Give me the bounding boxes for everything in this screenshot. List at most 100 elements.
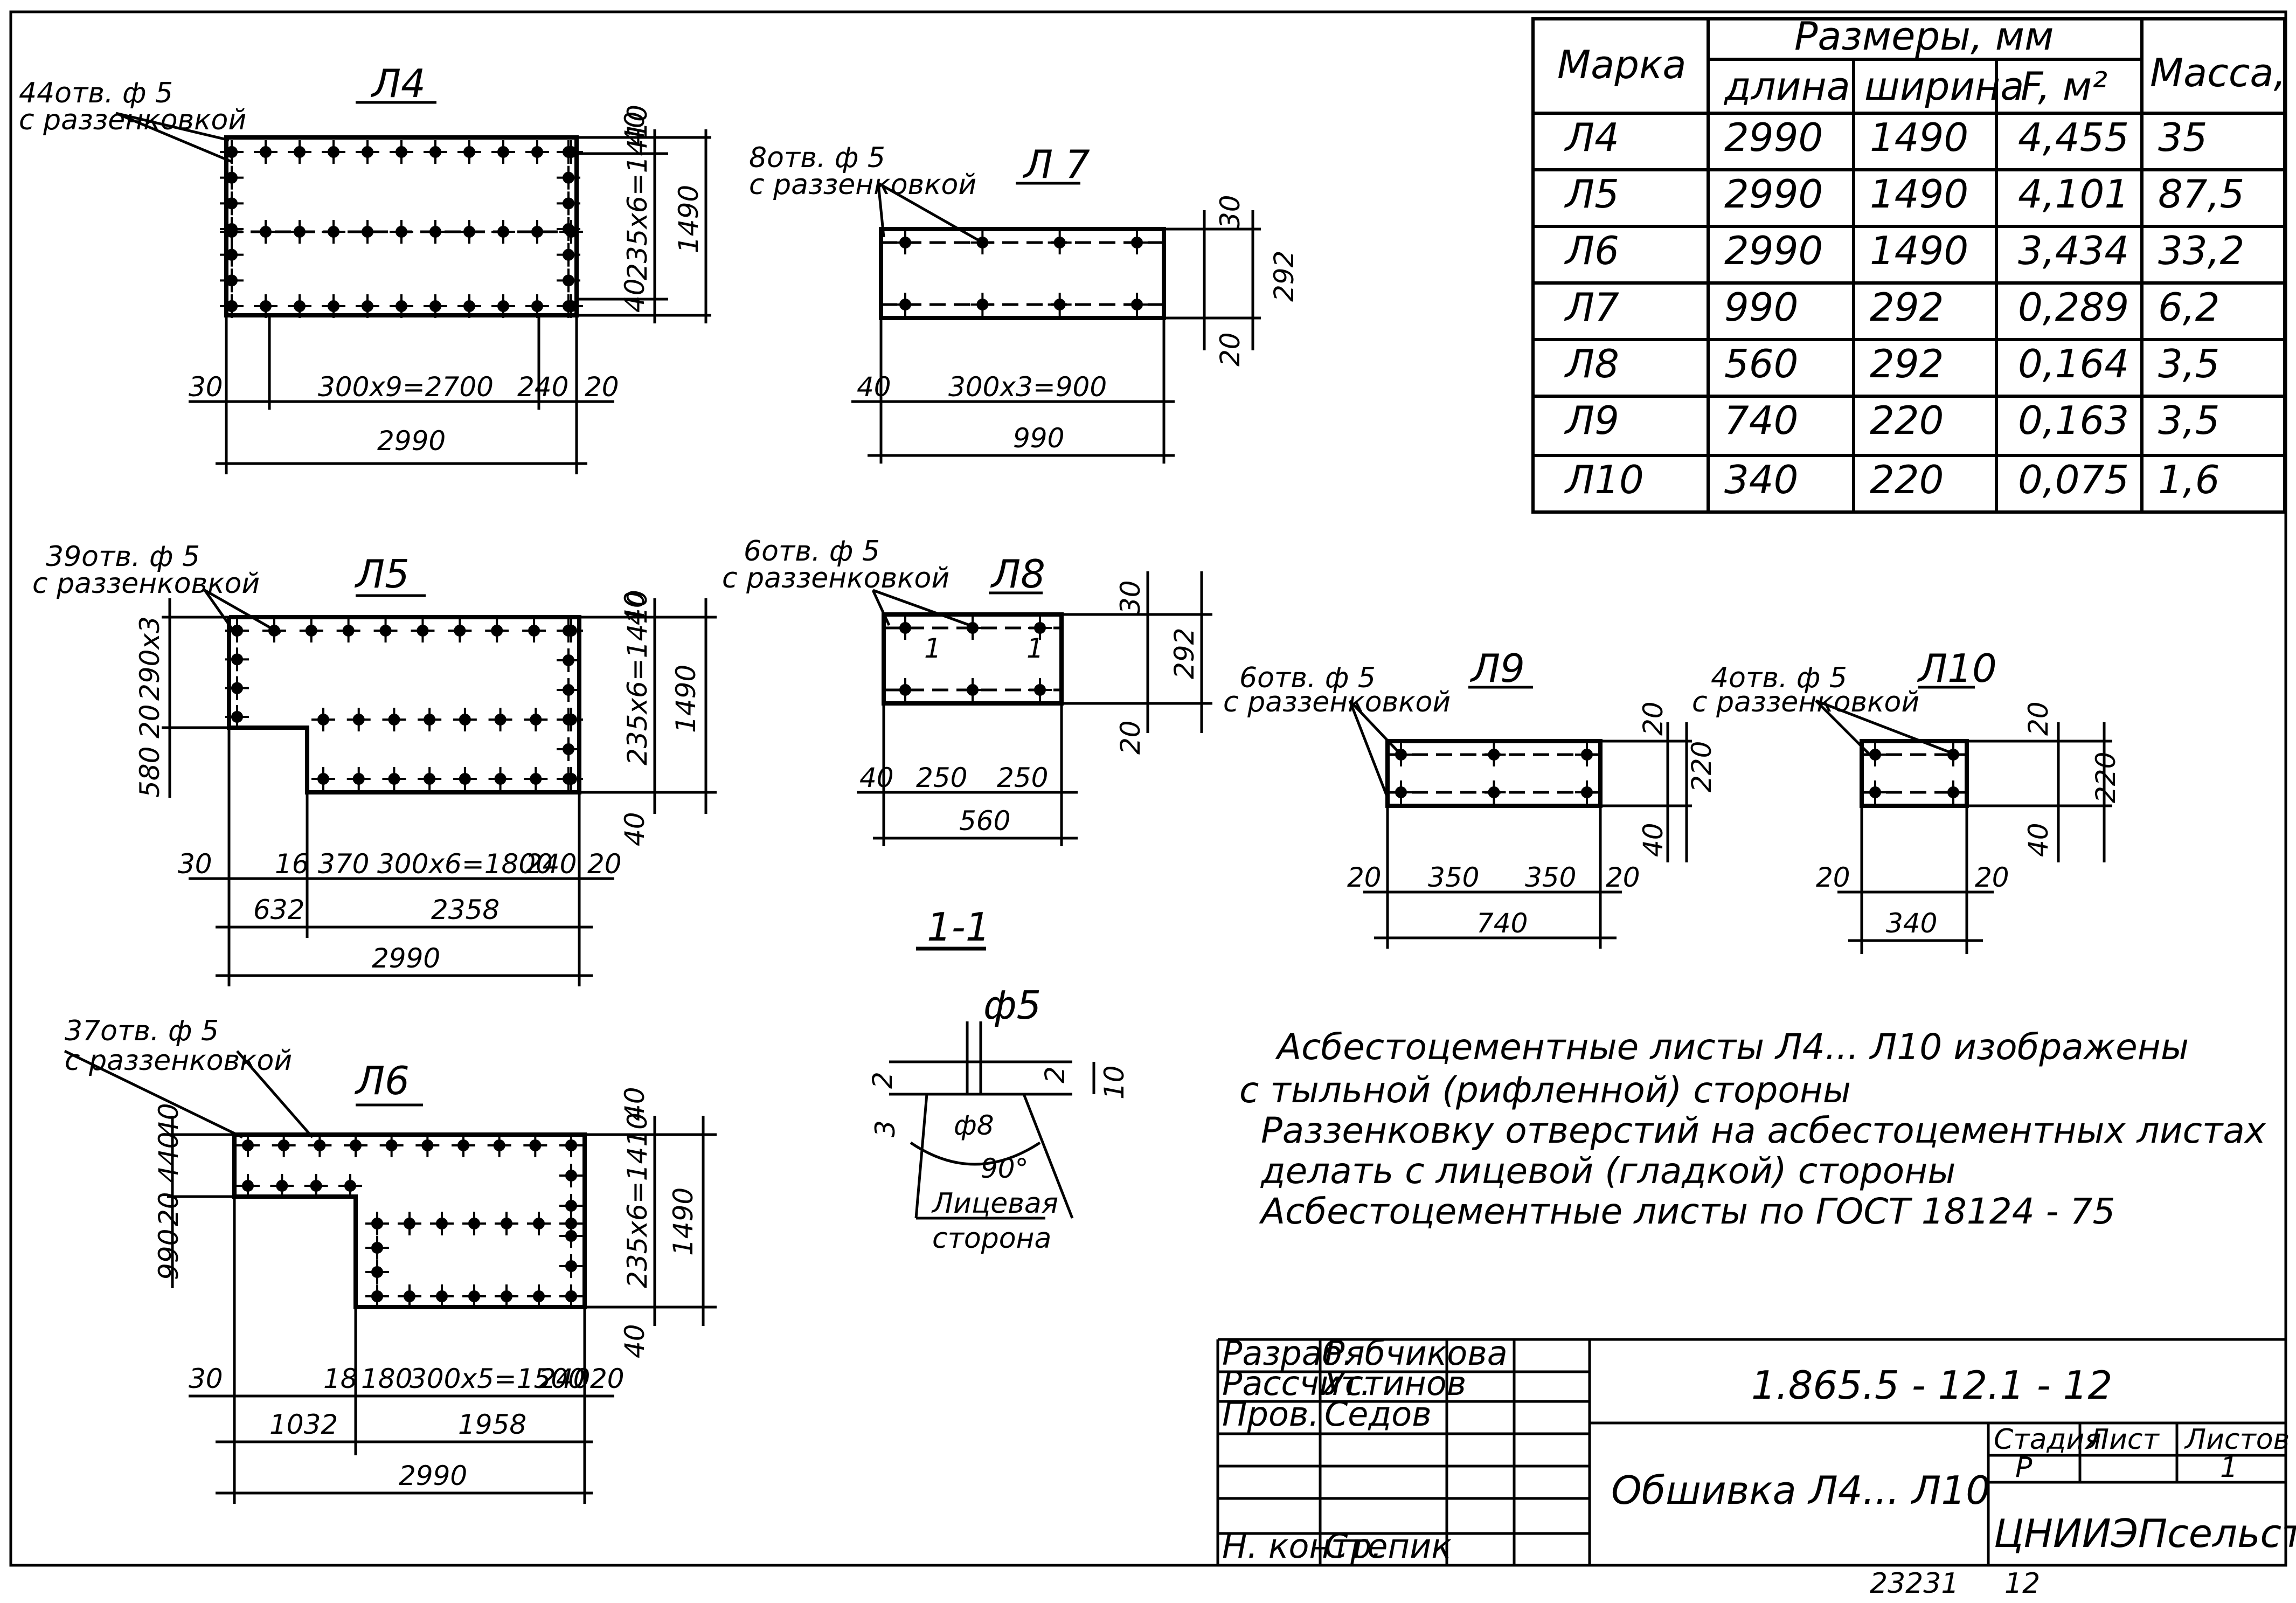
sheet-l8-section-mark-left: 1 [924,633,941,664]
sheet-l6-text: Л6 37отв. ф 5 с раззенковкой 30 18 180 3… [65,1015,699,1491]
table-cell-area: 0,289 [2018,285,2129,330]
sheet-l5-right2: 20 [587,848,622,880]
hole-mark [272,1134,296,1157]
hole-mark [424,140,447,164]
hole-mark [424,220,447,244]
hole-mark [304,1174,328,1198]
sheet-l9-total: 740 [1476,908,1528,939]
signature-name: Устинов [1324,1364,1466,1403]
hole-mark [488,708,512,731]
hole-mark [225,647,249,672]
hole-mark [365,1236,389,1260]
table-cell-mass: 6,2 [2158,285,2220,330]
table-cell-width: 1490 [1870,228,1968,273]
hole-mark [373,619,398,642]
sheet-l10-drawing [1815,686,2112,954]
sheet-l4-left: 30 [189,371,223,403]
hole-mark [344,1134,367,1157]
sheet-l5-text: Л5 39отв. ф 5 с раззенковкой 30 16 370 3… [32,541,702,974]
table-cell-width: 1490 [1870,115,1968,160]
table-cell-length: 2990 [1724,115,1823,160]
hole-mark [559,1164,583,1187]
hole-mark [495,1212,518,1235]
sheet-l6-vl4: 40 [153,1103,184,1137]
sheets-value: 1 [2220,1452,2238,1484]
table-header-length: длина [1723,64,1850,109]
sheet-l9-right: 20 [1606,862,1640,893]
section-hole-dia: ф5 [983,983,1041,1028]
title-block-signature-rows: Разраб.РябчиковаРассчит.УстиновПров.Седо… [1222,1333,1508,1566]
hole-mark [1125,231,1149,254]
hole-mark [970,231,995,254]
section-edge-left: 2 [867,1072,898,1089]
sheet-l10-bottom: 40 [2023,823,2054,857]
spec-table-text: Марка Размеры, мм длина ширина F, м² Мас… [1557,13,2296,109]
hole-mark [418,767,442,791]
hole-mark [382,767,406,791]
hole-mark [382,708,406,731]
sheet-l6-d18: 18 [323,1363,358,1394]
hole-mark [1048,293,1072,316]
table-cell-area: 3,434 [2018,228,2129,273]
hole-marks [220,140,1965,1308]
note-line-3: Раззенковку отверстий на асбестоцементны… [1261,1110,2266,1151]
sheet-l4-title: Л4 [370,61,426,106]
sheet-l4-height: 1490 [673,185,704,253]
sheet-l10-countersink: с раззенковкой [1692,686,1919,718]
hole-mark [288,220,311,244]
hole-mark [311,708,335,731]
hole-mark [225,676,249,700]
sheet-l5-vl2: 580 [134,747,165,798]
sheet-l10-text: Л10 4отв. ф 5 с раззенковкой 20 20 340 2… [1692,646,2121,939]
hole-mark [559,1284,583,1308]
sheet-l6-countersink: с раззенковкой [65,1045,292,1077]
hole-mark [288,294,311,318]
hole-mark [453,767,477,791]
sheet-l5-bottom: 40 [619,812,650,846]
note-line-1: Асбестоцементные листы Л4... Л10 изображ… [1275,1026,2189,1068]
sheet-l6-vl2: 20 [153,1192,184,1226]
hole-mark [270,1174,294,1198]
sheet-l5-height: 1490 [670,665,702,733]
spec-table [1531,17,2286,514]
signature-role: Н. контр. [1222,1526,1382,1566]
hole-mark [559,1254,583,1278]
sheet-l8-height: 292 [1169,628,1200,679]
table-header-mass: Масса, кг [2150,50,2296,95]
hole-mark [1482,780,1506,804]
table-header-area: F, м² [2021,64,2107,109]
sheet-label: Лист [2087,1424,2160,1456]
sheet-l8-title: Л8 [990,551,1045,597]
sheet-l6-right2: 20 [590,1363,625,1394]
table-cell-length: 2990 [1724,171,1823,217]
sheet-l9-title: Л9 [1469,646,1525,691]
hole-mark [448,619,472,642]
sheet-l7-text: Л 7 8отв. ф 5 с раззенковкой 40 300х3=90… [749,142,1300,454]
table-cell-length: 560 [1724,341,1798,386]
sheet-l5-title: Л5 [354,551,410,597]
sheet-l8-drawing [857,571,1212,846]
drawing-notes: Асбестоцементные листы Л4... Л10 изображ… [1239,1026,2266,1232]
sheet-l5-right1: 240 [525,848,577,880]
sheet-l7-countersink: с раззенковкой [749,169,976,201]
sheet-l10-title: Л10 [1917,646,1997,691]
note-line-4: делать с лицевой (гладкой) стороны [1260,1150,1955,1192]
table-cell-width: 292 [1870,341,1944,386]
table-cell-mass: 3,5 [2158,341,2220,386]
table-cell-length: 2990 [1724,228,1823,273]
hole-mark [453,708,477,731]
sheet-l9-p1: 350 [1428,862,1479,893]
sheet-l5-d2358: 2358 [431,894,500,925]
hole-mark [487,1134,511,1157]
hole-mark [398,1212,421,1235]
sheet-l7-top: 30 [1215,195,1246,229]
hole-mark [961,678,984,702]
sheet-l6-left: 30 [189,1363,223,1394]
hole-mark [1941,743,1965,766]
signature-role: Рассчит. [1222,1364,1371,1403]
sheet-l6-top: 40 [619,1087,650,1121]
hole-mark [220,268,244,293]
hole-mark [1482,743,1506,766]
table-cell-mass: 1,6 [2158,457,2220,502]
hole-mark [220,165,244,190]
